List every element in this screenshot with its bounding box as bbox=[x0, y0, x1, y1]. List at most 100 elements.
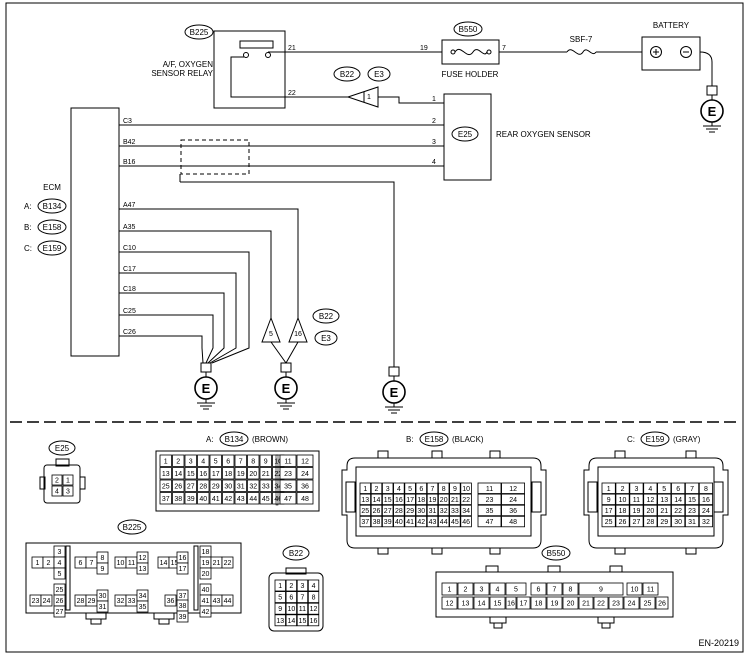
pin-number: 26 bbox=[174, 483, 182, 490]
pin-cell: 12 bbox=[136, 551, 149, 564]
pin-number: 28 bbox=[77, 598, 85, 605]
pin-number: 16 bbox=[395, 497, 403, 504]
pin-cell: 7 bbox=[546, 582, 563, 596]
pin-number: 22 bbox=[674, 508, 682, 515]
pin-number: 12 bbox=[310, 606, 318, 613]
pin-number: 19 bbox=[633, 508, 641, 515]
pin-cell: 32 bbox=[247, 479, 260, 492]
pin-number: 20 bbox=[440, 497, 448, 504]
pin-cell: 8 bbox=[698, 482, 713, 494]
relay-pin-21: 21 bbox=[288, 45, 296, 52]
pin-number: 15 bbox=[299, 618, 307, 625]
pin-cell: 15 bbox=[685, 493, 700, 506]
pin-cell: 8 bbox=[562, 582, 579, 596]
ecm-pin-c25: C25 bbox=[123, 308, 136, 315]
ground-letter: E bbox=[708, 104, 717, 119]
pin-cell: 22 bbox=[460, 493, 472, 506]
pin-cell: 19 bbox=[234, 467, 247, 480]
pin-cell: 31 bbox=[96, 600, 109, 613]
pin-number: 8 bbox=[101, 555, 105, 562]
pin-cell: 2 bbox=[51, 474, 63, 486]
pin-cell: 13 bbox=[159, 467, 172, 480]
pin-number: 19 bbox=[429, 497, 437, 504]
sensor-label: REAR OXYGEN SENSOR bbox=[496, 130, 591, 139]
pin-cell: 5 bbox=[274, 591, 286, 603]
ecm-pin-c18: C18 bbox=[123, 286, 136, 293]
pin-number: 41 bbox=[202, 598, 210, 605]
pin-number: 31 bbox=[688, 519, 696, 526]
pin-number: 7 bbox=[690, 486, 694, 493]
pin-cell: 1 bbox=[62, 474, 74, 486]
pin-number: 2 bbox=[375, 486, 379, 493]
pin-number: 11 bbox=[299, 606, 306, 613]
b225-tag: B225 bbox=[123, 523, 142, 532]
ecm-conn-b-tag: E158 bbox=[43, 223, 62, 232]
pin-number: 16 bbox=[310, 618, 318, 625]
pin-number: 29 bbox=[212, 483, 220, 490]
b134-color: (BROWN) bbox=[252, 435, 288, 444]
relay-box bbox=[213, 30, 286, 109]
pin-cell: 4 bbox=[307, 579, 320, 592]
pin-cell: 38 bbox=[176, 599, 189, 612]
pin-cell: 26 bbox=[615, 515, 630, 528]
ecm-pin-c17: C17 bbox=[123, 266, 136, 273]
pin-cell: 38 bbox=[172, 492, 185, 505]
pin-cell: 16 bbox=[197, 467, 210, 480]
pin-cell: 39 bbox=[176, 610, 189, 623]
pin-cell: 11 bbox=[296, 602, 309, 615]
ecm-pin-c3: C3 bbox=[123, 118, 132, 125]
pin-number: 2 bbox=[176, 458, 180, 465]
pin-number: 2 bbox=[47, 560, 51, 567]
pin-cell: 7 bbox=[685, 482, 700, 494]
pin-cell: 15 bbox=[381, 493, 394, 506]
ecm-conn-c-tag: E159 bbox=[43, 244, 62, 253]
pin-cell: 31 bbox=[234, 479, 247, 492]
pin-cell: 43 bbox=[234, 492, 247, 505]
pin-number: 39 bbox=[179, 614, 187, 621]
pin-cell: 14 bbox=[172, 467, 185, 480]
pin-cell: 9 bbox=[274, 602, 286, 615]
e158-color: (BLACK) bbox=[452, 435, 484, 444]
pin-cell: 23 bbox=[685, 504, 700, 517]
b550-view-tag: B550 bbox=[547, 549, 566, 558]
pin-cell: 10 bbox=[626, 582, 643, 596]
pin-cell: 7 bbox=[85, 556, 98, 569]
pin-cell: 40 bbox=[197, 492, 210, 505]
fuse-holder-label: FUSE HOLDER bbox=[442, 70, 499, 79]
ground-conn-pin-5: 5 bbox=[269, 331, 273, 338]
pin-cell: 18 bbox=[615, 504, 630, 517]
pin-cell: 45 bbox=[449, 515, 461, 528]
pin-number: 30 bbox=[224, 483, 232, 490]
pin-cell: 8 bbox=[307, 591, 320, 603]
b134-prefix: A: bbox=[206, 435, 214, 444]
pin-cell: 13 bbox=[359, 493, 372, 506]
pin-cell: 23 bbox=[477, 493, 502, 506]
e159-tag: E159 bbox=[646, 435, 665, 444]
pin-number: 27 bbox=[187, 483, 195, 490]
pin-cell: 33 bbox=[449, 504, 461, 517]
pin-number: 23 bbox=[612, 601, 620, 608]
pin-cell: 22 bbox=[221, 556, 234, 569]
pin-number: 5 bbox=[662, 486, 666, 493]
pin-cell: 42 bbox=[222, 492, 235, 505]
pin-number: 2 bbox=[464, 587, 468, 594]
pin-number: 43 bbox=[237, 496, 245, 503]
pin-number: 11 bbox=[486, 486, 493, 493]
pin-number: 21 bbox=[582, 601, 590, 608]
pin-cell: 9 bbox=[96, 562, 109, 575]
pin-cell: 3 bbox=[296, 579, 309, 592]
pin-number: 16 bbox=[702, 497, 710, 504]
pin-number: 9 bbox=[278, 606, 282, 613]
pin-number: 31 bbox=[99, 604, 107, 611]
relay-coil bbox=[239, 40, 274, 49]
pin-number: 4 bbox=[58, 560, 62, 567]
pin-cell: 10 bbox=[114, 556, 127, 569]
pin-cell: 30 bbox=[415, 504, 428, 517]
pin-cell: 8 bbox=[247, 454, 260, 467]
pin-number: 45 bbox=[262, 496, 270, 503]
pin-cell: 4 bbox=[197, 454, 210, 467]
pin-cell: 16 bbox=[393, 493, 405, 506]
